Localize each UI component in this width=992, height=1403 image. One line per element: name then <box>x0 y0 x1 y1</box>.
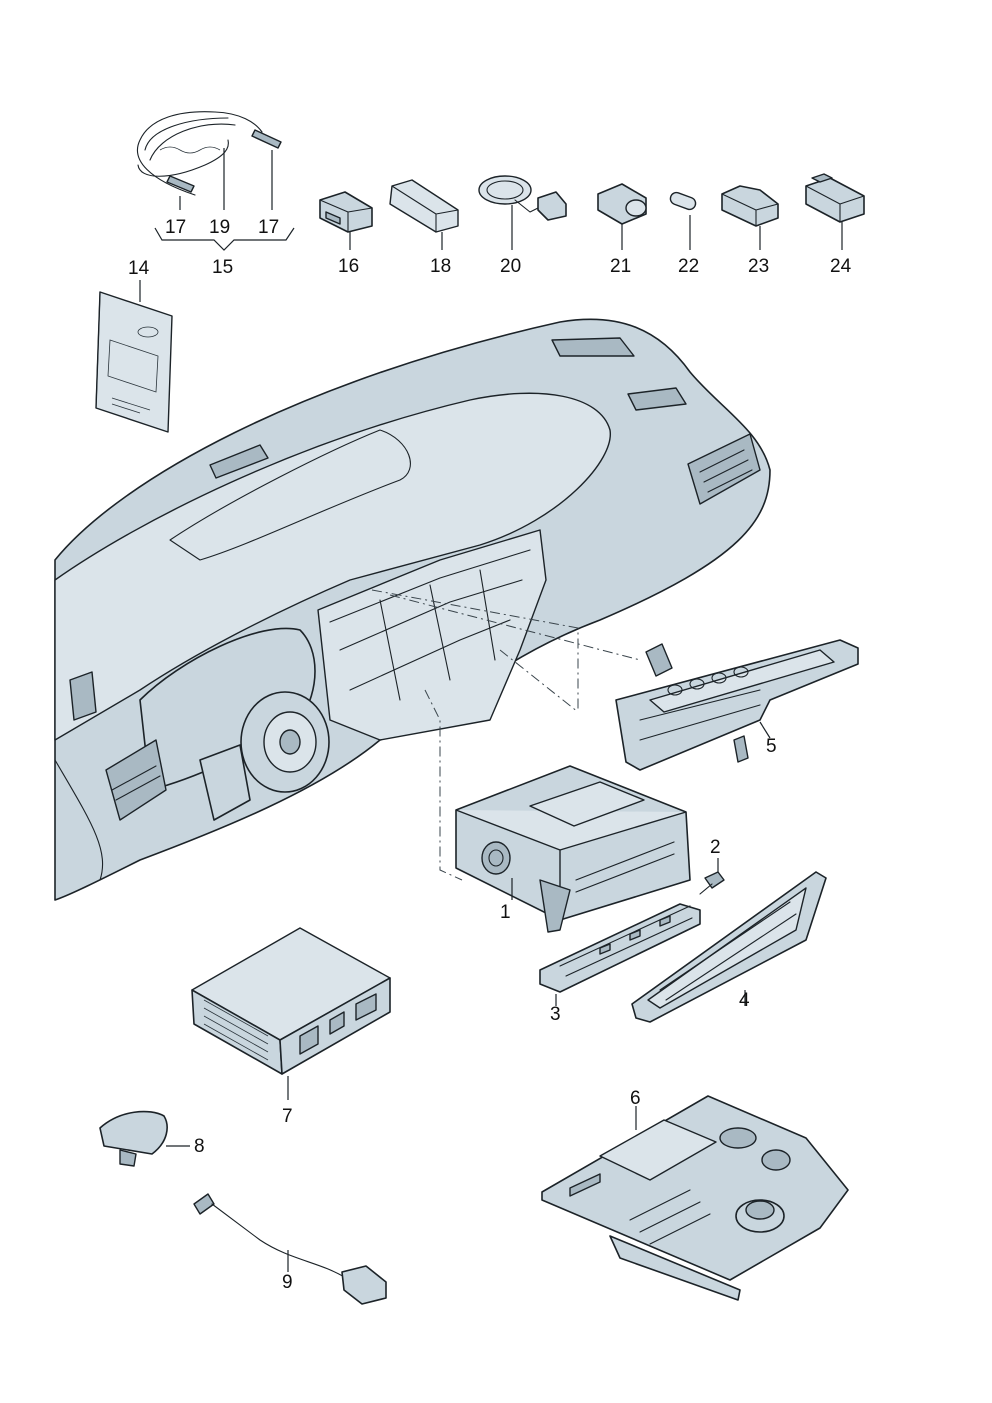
callout-1: 1 <box>500 902 511 923</box>
center-console-panel-part-6[interactable] <box>541 1095 849 1301</box>
cable-part-9[interactable] <box>193 1193 387 1305</box>
module-part-18[interactable] <box>389 179 459 233</box>
guide-line-c <box>424 689 463 881</box>
connector-part-16[interactable] <box>319 191 373 233</box>
callout-22: 22 <box>678 256 699 277</box>
callout-4: 4 <box>739 990 750 1011</box>
bracket-part-5[interactable] <box>615 639 859 771</box>
callout-24: 24 <box>830 256 852 277</box>
ring-antenna-part-20[interactable] <box>478 175 567 221</box>
callout-17a: 17 <box>165 217 186 238</box>
callout-15: 15 <box>212 257 233 278</box>
screw-part-2[interactable] <box>699 871 725 895</box>
guide-line-d <box>499 649 579 713</box>
callout-17b: 17 <box>258 217 279 238</box>
manual-booklet-part-14[interactable] <box>95 291 173 433</box>
bracket-15 <box>154 227 295 251</box>
part-23-block[interactable] <box>721 185 779 227</box>
guide-line-a <box>371 589 579 712</box>
control-unit-box-part-7[interactable] <box>191 927 391 1075</box>
callout-3: 3 <box>550 1004 561 1025</box>
callout-5: 5 <box>766 736 777 757</box>
callout-9: 9 <box>282 1272 293 1293</box>
callout-19: 19 <box>209 217 230 238</box>
callout-21: 21 <box>610 256 631 277</box>
part-24-connector[interactable] <box>805 173 865 223</box>
callout-14: 14 <box>128 258 150 279</box>
radio-unit-part-1[interactable] <box>455 765 691 933</box>
part-22-pin[interactable] <box>669 191 698 211</box>
control-strip-part-3[interactable] <box>539 903 701 993</box>
dashboard-assembly <box>54 318 771 901</box>
antenna-fin-part-8[interactable] <box>99 1110 168 1167</box>
callout-20: 20 <box>500 256 521 277</box>
coiled-cable-part[interactable] <box>137 111 282 196</box>
part-21-cylinder[interactable] <box>597 183 647 225</box>
callout-2: 2 <box>710 837 721 858</box>
guide-line-b <box>389 594 641 661</box>
callout-16: 16 <box>338 256 359 277</box>
trim-frame-part-4[interactable] <box>631 871 827 1023</box>
callout-23: 23 <box>748 256 769 277</box>
callout-18: 18 <box>430 256 451 277</box>
callout-6: 6 <box>630 1088 641 1109</box>
callout-7: 7 <box>282 1106 293 1127</box>
callout-8: 8 <box>194 1136 205 1157</box>
